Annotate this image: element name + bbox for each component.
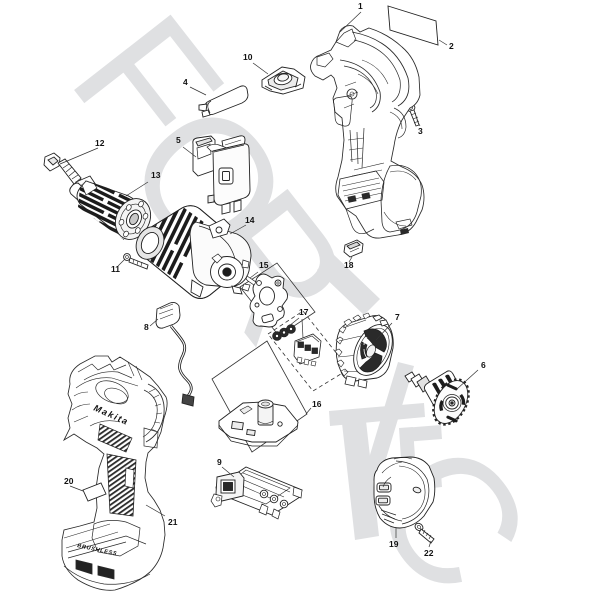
svg-text:10: 10 <box>243 52 253 62</box>
svg-text:18: 18 <box>344 260 354 270</box>
svg-text:5: 5 <box>176 135 181 145</box>
svg-text:2: 2 <box>449 41 454 51</box>
svg-text:15: 15 <box>259 260 269 270</box>
svg-text:20: 20 <box>64 476 74 486</box>
svg-text:8: 8 <box>144 322 149 332</box>
svg-text:17: 17 <box>299 307 309 317</box>
svg-text:4: 4 <box>183 77 188 87</box>
svg-text:14: 14 <box>245 215 255 225</box>
svg-text:16: 16 <box>312 399 322 409</box>
svg-text:22: 22 <box>424 548 434 558</box>
svg-text:13: 13 <box>151 170 161 180</box>
svg-text:12: 12 <box>95 138 105 148</box>
svg-text:1: 1 <box>358 1 363 11</box>
svg-text:7: 7 <box>395 312 400 322</box>
svg-text:19: 19 <box>389 539 399 549</box>
svg-text:9: 9 <box>217 457 222 467</box>
svg-text:6: 6 <box>481 360 486 370</box>
svg-text:21: 21 <box>168 517 178 527</box>
svg-text:3: 3 <box>418 126 423 136</box>
svg-text:11: 11 <box>111 264 120 274</box>
